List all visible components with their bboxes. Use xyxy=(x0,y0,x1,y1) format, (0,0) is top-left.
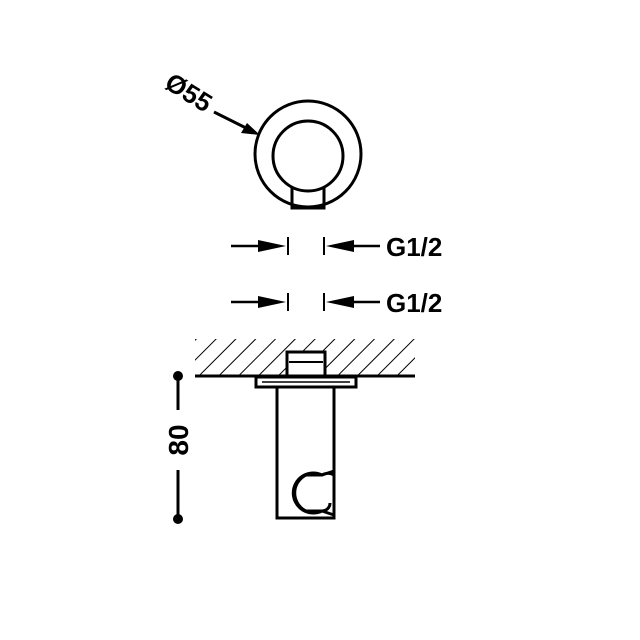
side-view: 80 xyxy=(163,339,415,524)
thread-top-label: G1/2 xyxy=(386,232,442,262)
diameter-label: Ø55 xyxy=(160,67,218,118)
holder-body xyxy=(275,387,336,520)
holder-cradle-tip-bottom xyxy=(321,509,335,517)
thread-bottom-left-arrow xyxy=(258,296,286,308)
holder-cradle-tip-top xyxy=(321,469,335,477)
height-label: 80 xyxy=(163,424,194,455)
thread-top-right-arrow xyxy=(326,240,354,252)
thread-top-left-arrow xyxy=(258,240,286,252)
thread-dimension-top: G1/2 xyxy=(231,232,442,262)
flange-inner-circle xyxy=(271,119,345,193)
thread-bottom-label: G1/2 xyxy=(386,288,442,318)
thread-bottom-right-arrow xyxy=(326,296,354,308)
threaded-connector xyxy=(285,350,327,378)
height-dim-bottom-dot xyxy=(173,514,183,524)
diameter-arrow-head xyxy=(241,123,260,135)
top-view: Ø55 xyxy=(160,67,363,210)
holder-stub xyxy=(290,187,326,210)
thread-dimension-bottom: G1/2 xyxy=(231,288,442,318)
diameter-leader-line xyxy=(213,110,247,130)
holder-cradle xyxy=(291,471,323,515)
